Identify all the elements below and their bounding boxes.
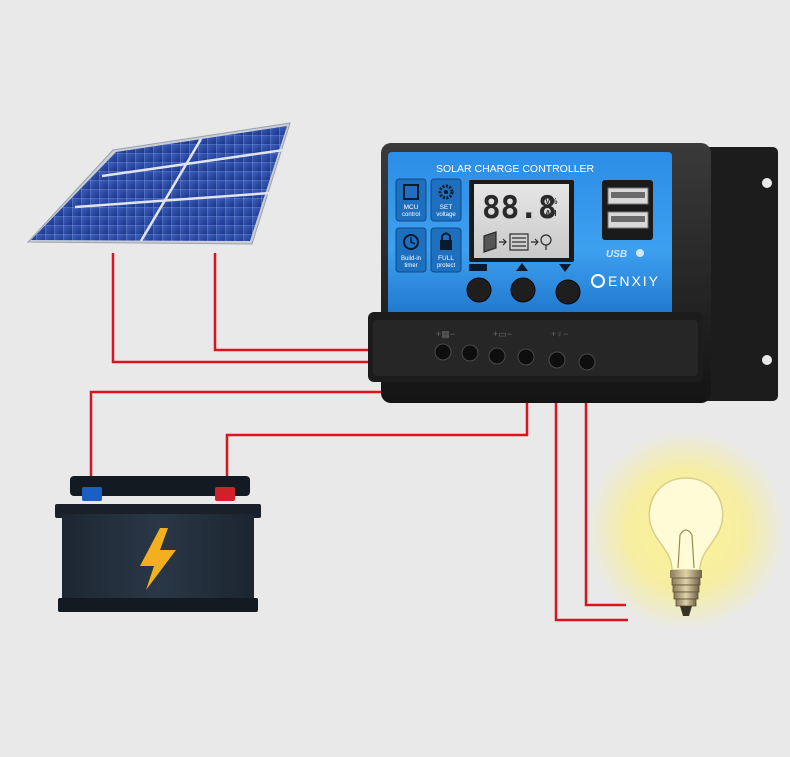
wire-load-positive xyxy=(554,358,628,622)
usb-label: USB xyxy=(606,249,627,260)
wire-load-negative xyxy=(584,358,626,607)
svg-text:MCU: MCU xyxy=(404,204,419,211)
solar-panel xyxy=(26,122,291,245)
up-arrow-icon xyxy=(516,263,528,271)
load-terminal-mark: +♀− xyxy=(551,329,568,339)
timer-icon: Build-in timer xyxy=(395,227,427,273)
battery-positive-terminal[interactable] xyxy=(488,347,506,365)
load-positive-terminal[interactable] xyxy=(548,351,566,369)
svg-text:FULL: FULL xyxy=(438,255,454,262)
brand-logo: ENXIY xyxy=(591,273,660,289)
light-bulb xyxy=(586,430,786,630)
button-labels xyxy=(469,263,571,272)
wire-panel-negative xyxy=(213,253,441,352)
menu-symbol-icon xyxy=(469,264,487,271)
lightning-bolt-icon xyxy=(140,528,176,590)
set-voltage-icon: SET voltage xyxy=(430,178,462,222)
controller-title: SOLAR CHARGE CONTROLLER xyxy=(436,163,595,175)
up-button[interactable] xyxy=(510,277,536,303)
svg-text:control: control xyxy=(402,212,420,218)
charge-controller: SOLAR CHARGE CONTROLLER MCU control SET … xyxy=(368,143,778,403)
solar-positive-terminal[interactable] xyxy=(434,343,452,361)
down-button[interactable] xyxy=(555,279,581,305)
brand-name: ENXIY xyxy=(608,273,660,289)
svg-text:protect: protect xyxy=(437,263,456,269)
mcu-control-icon: MCU control xyxy=(395,178,427,222)
usb-port: USB xyxy=(602,180,653,260)
svg-text:Build-in: Build-in xyxy=(401,256,421,262)
menu-button[interactable] xyxy=(466,277,492,303)
terminal-block: +▦− +▭− +♀− xyxy=(368,312,703,382)
solar-negative-terminal[interactable] xyxy=(461,344,479,362)
lcd-unit-bottom: AH xyxy=(545,209,557,218)
load-negative-terminal[interactable] xyxy=(578,353,596,371)
battery-negative-terminal[interactable] xyxy=(517,348,535,366)
wire-panel-positive xyxy=(111,253,470,364)
svg-text:timer: timer xyxy=(404,263,417,269)
full-protect-icon: FULL protect xyxy=(430,227,462,273)
svg-text:SET: SET xyxy=(440,204,453,211)
lcd-unit-top: V% xyxy=(545,197,557,206)
down-arrow-icon xyxy=(559,264,571,272)
battery-negative-post xyxy=(215,487,235,501)
battery xyxy=(55,476,261,612)
lcd-display: 88.8 V% AH xyxy=(469,180,574,262)
lcd-flow-icons xyxy=(483,231,552,253)
lcd-digits: 88.8 xyxy=(482,190,557,226)
battery-positive-post xyxy=(82,487,102,501)
battery-terminal-mark: +▭− xyxy=(493,329,512,339)
svg-text:voltage: voltage xyxy=(436,212,456,218)
solar-terminal-mark: +▦− xyxy=(436,329,455,339)
